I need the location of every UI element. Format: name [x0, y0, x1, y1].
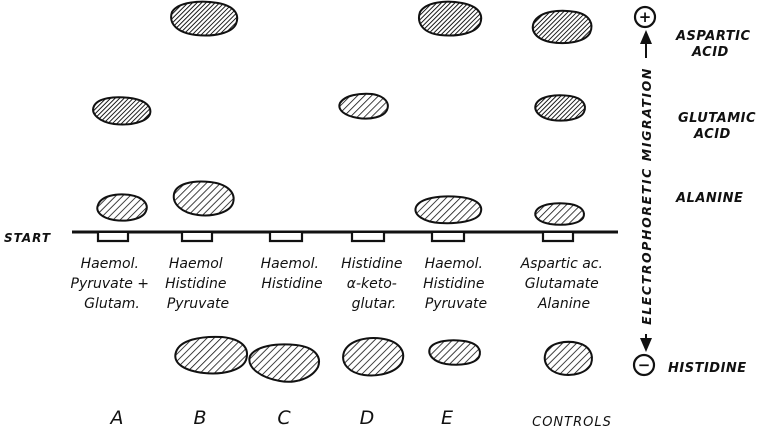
negative-pole-label: − — [638, 356, 651, 374]
spot-e-alanine — [416, 196, 482, 223]
spot-b-histidine — [175, 337, 247, 374]
start-label: START — [4, 231, 51, 245]
label-aspartic-acid: ASPARTIC ACID — [675, 29, 756, 60]
lane-letters: A B C D E CONTROLS — [109, 407, 612, 430]
positive-pole-label: + — [639, 8, 652, 26]
spot-e-aspartic — [419, 2, 481, 36]
label-glutamic-acid: GLUTAMIC ACID — [678, 111, 761, 142]
lane-letter-c: C — [277, 407, 291, 429]
spot-a-alanine — [97, 194, 146, 220]
lane-letter-controls: CONTROLS — [532, 415, 612, 430]
lane-letter-b: B — [193, 407, 206, 429]
spot-b-aspartic — [171, 2, 237, 36]
lane-letter-d: D — [360, 407, 375, 429]
spot-e-histidine — [429, 340, 480, 364]
well-c — [270, 233, 302, 241]
migration-axis: ELECTROPHORETIC MIGRATION + − — [634, 7, 655, 375]
spot-a-glutamic — [93, 97, 150, 124]
substance-labels: ASPARTIC ACID GLUTAMIC ACID ALANINE HIST… — [668, 29, 761, 376]
label-histidine: HISTIDINE — [668, 361, 747, 376]
lane-descriptions: Haemol. Pyruvate + Glutam. Haemol Histid… — [71, 256, 608, 312]
label-alanine: ALANINE — [675, 191, 743, 206]
lane-letter-a: A — [109, 407, 124, 429]
lane-e-description: Haemol. Histidine Pyruvate — [423, 256, 489, 312]
well-controls — [543, 233, 573, 241]
application-wells — [98, 233, 573, 241]
spot-controls-alanine — [535, 203, 584, 224]
spot-c-histidine — [249, 344, 319, 381]
lane-controls-description: Aspartic ac. Glutamate Alanine — [520, 256, 608, 312]
lane-c-description: Haemol. Histidine — [261, 256, 324, 292]
well-b — [182, 233, 212, 241]
lane-letter-e: E — [441, 407, 453, 429]
spot-d-histidine — [343, 338, 403, 375]
arrow-up-icon — [640, 30, 652, 44]
spot-controls-aspartic — [533, 11, 592, 43]
lane-a-description: Haemol. Pyruvate + Glutam. — [71, 256, 154, 312]
spot-controls-histidine — [545, 342, 592, 375]
well-d — [352, 233, 384, 241]
well-e — [432, 233, 464, 241]
spot-b-alanine — [174, 182, 234, 216]
arrow-down-icon — [640, 338, 652, 352]
well-a — [98, 233, 128, 241]
lane-b-description: Haemol Histidine Pyruvate — [165, 256, 231, 312]
axis-label: ELECTROPHORETIC MIGRATION — [639, 67, 654, 325]
spot-d-glutamic — [339, 94, 387, 119]
lane-d-description: Histidine α-keto- glutar. — [341, 256, 407, 312]
spot-controls-glutamic — [535, 95, 585, 120]
